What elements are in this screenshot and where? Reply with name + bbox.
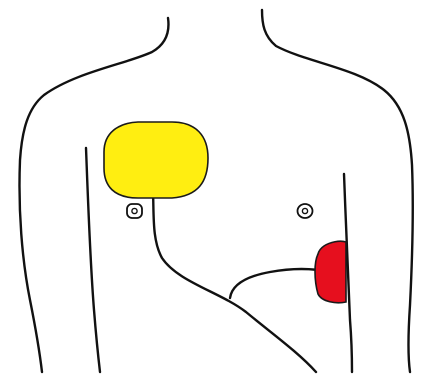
- torso-right-contour: [262, 10, 413, 372]
- nipple-left-outer: [298, 204, 313, 218]
- nipple-right-outer: [127, 204, 142, 218]
- nipple-right: [127, 204, 142, 218]
- pad-lead-wire: [153, 192, 316, 372]
- left-arm-inner-line: [86, 148, 100, 372]
- nipple-left: [298, 204, 313, 218]
- torso-outline: [19, 10, 412, 372]
- defibrillator-pad-right-chest: [104, 122, 208, 198]
- defibrillator-pad-left-side: [315, 241, 346, 303]
